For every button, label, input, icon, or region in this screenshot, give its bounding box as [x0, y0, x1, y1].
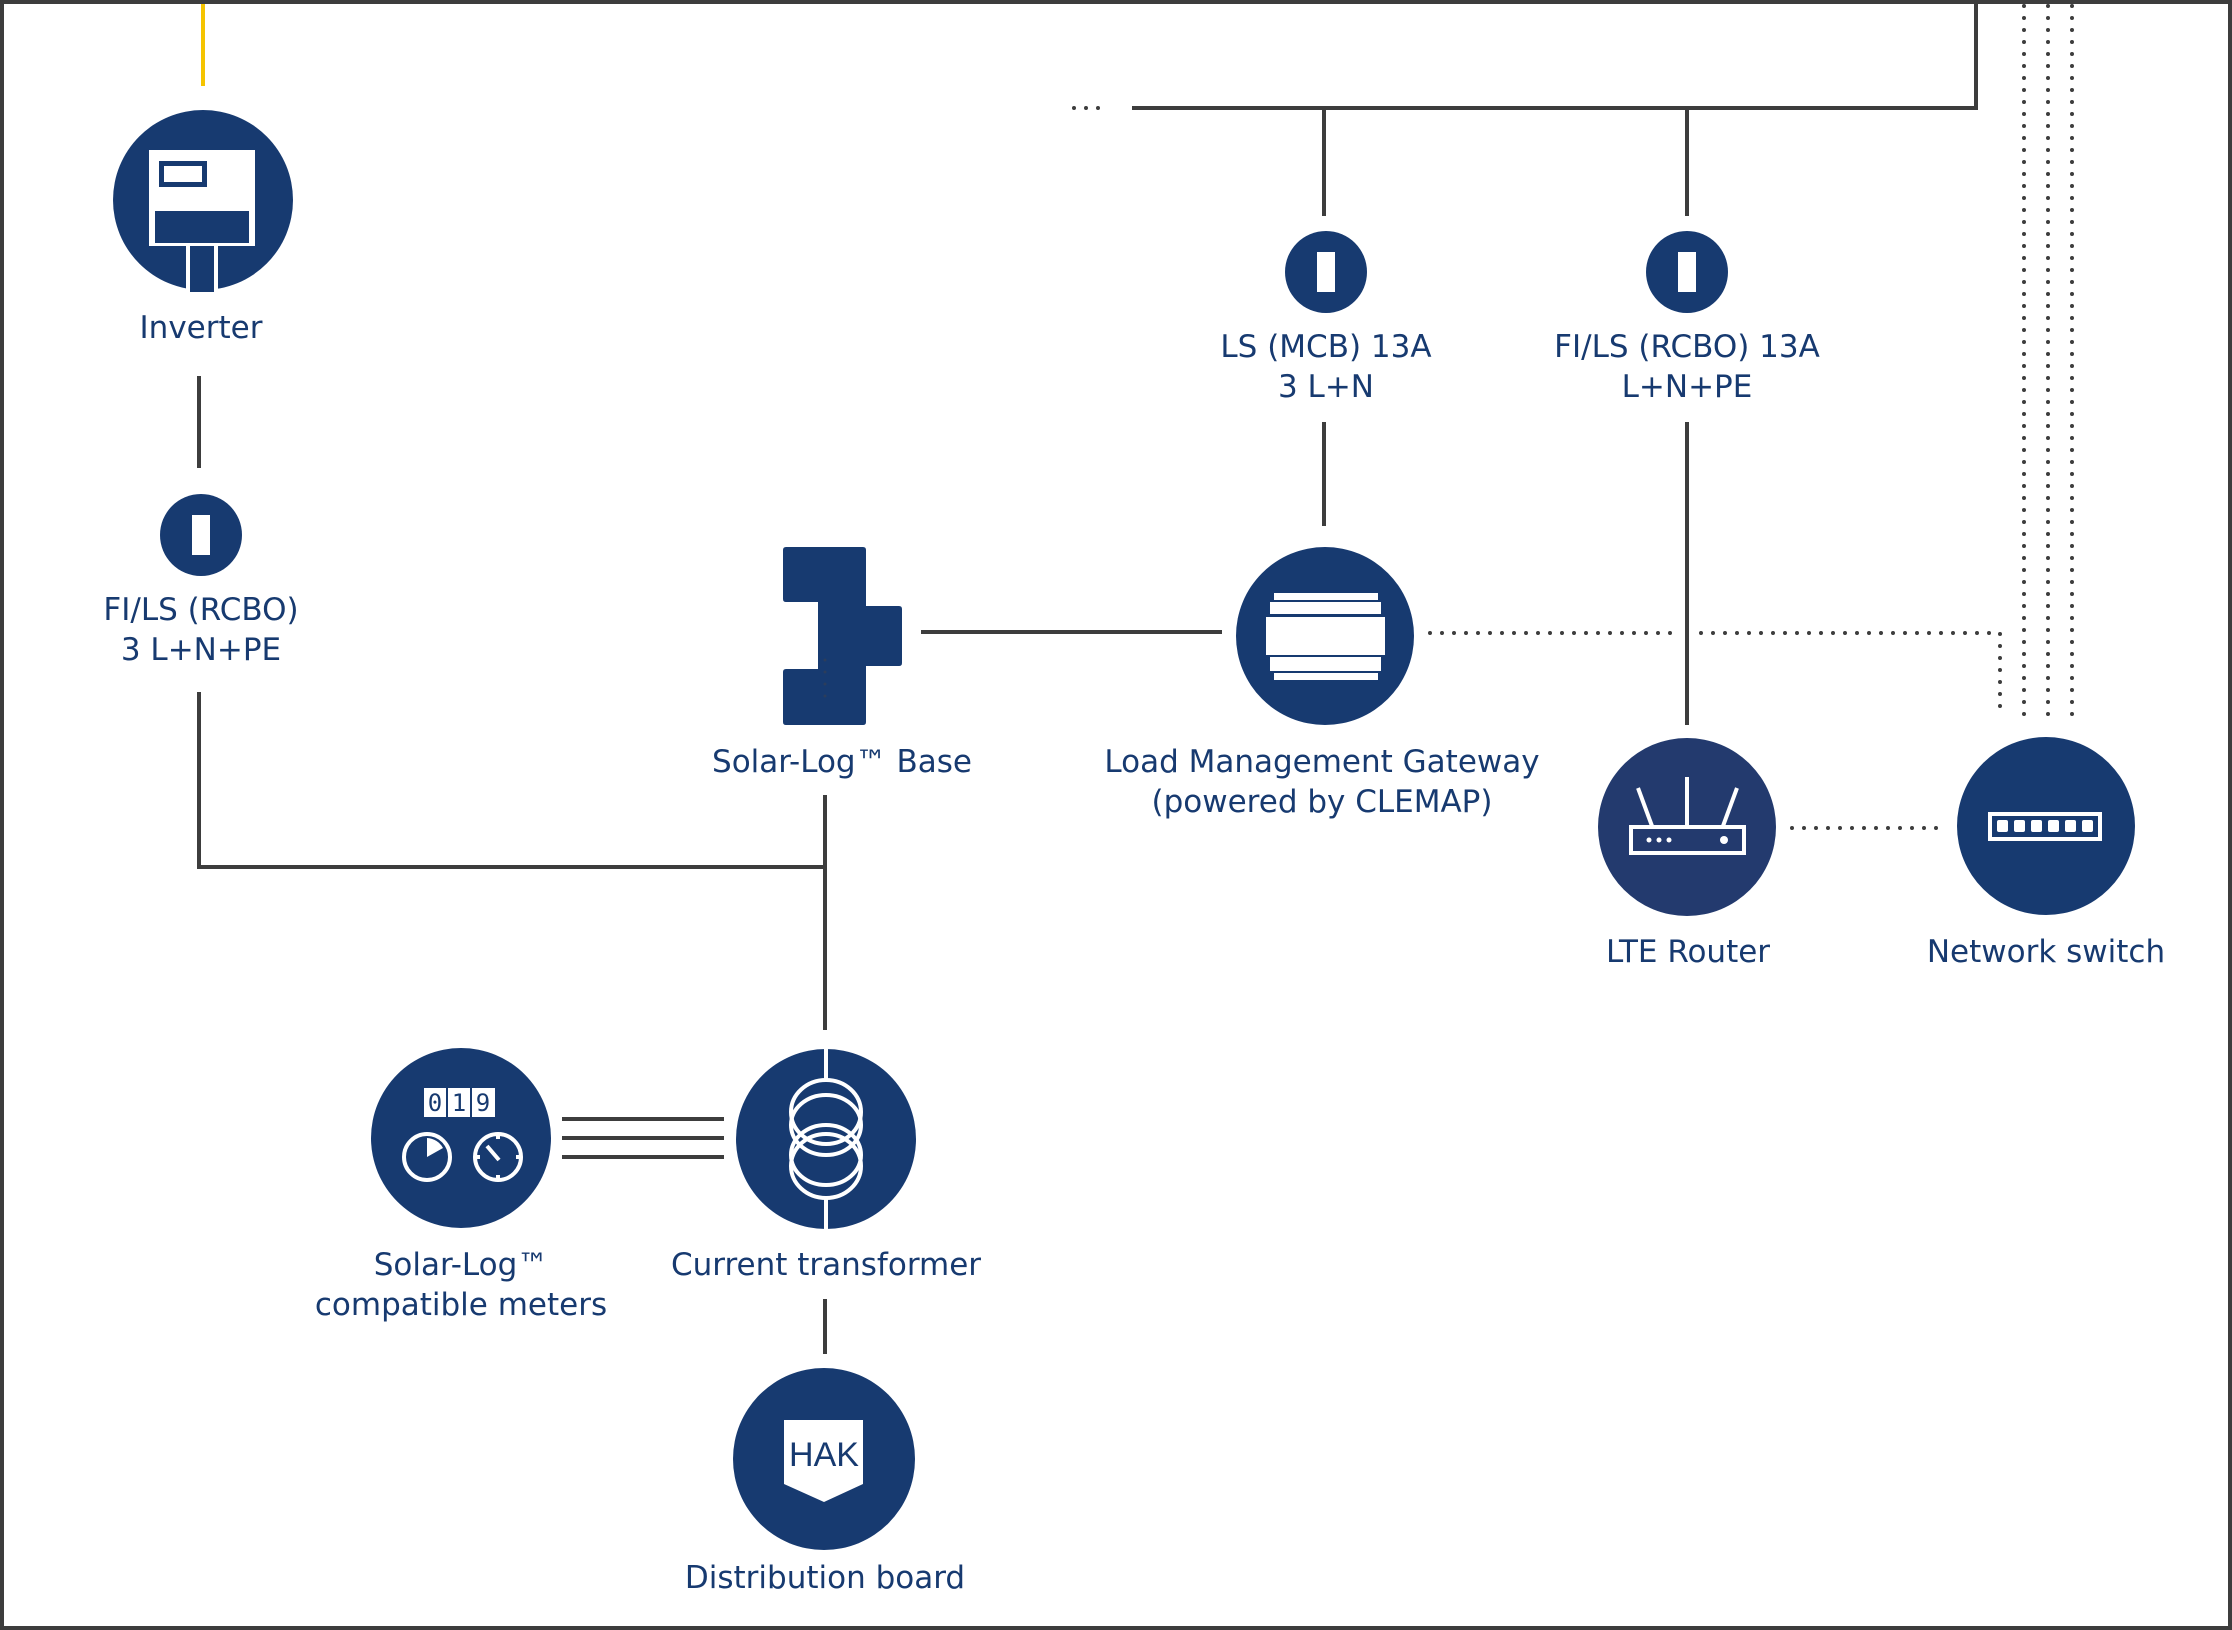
meters-label-2: compatible meters: [315, 1287, 607, 1323]
gateway-label-2: (powered by CLEMAP): [1152, 784, 1493, 820]
breaker-rcbo-label-2: L+N+PE: [1622, 369, 1753, 405]
din-rail-device-icon: [783, 547, 902, 725]
meter-digit-2: 1: [452, 1089, 466, 1117]
breaker-mcb-label-2: 3 L+N: [1278, 369, 1374, 405]
switch-badge: [1957, 737, 2135, 915]
router-icon: [1629, 777, 1746, 855]
current-transformer-icon: [789, 1049, 863, 1229]
distribution-board-label: Distribution board: [685, 1560, 965, 1596]
meter-badge: [371, 1048, 551, 1228]
inverter-icon: [149, 150, 255, 292]
wire-breaker-to-base: [197, 692, 825, 869]
distribution-board-icon: [784, 1420, 863, 1502]
inverter-label: Inverter: [140, 310, 263, 346]
node-solarlog-base[interactable]: Solar-Log™ Base: [712, 547, 972, 780]
meters-label-1: Solar-Log™: [374, 1247, 549, 1283]
node-breaker-rcbo[interactable]: FI/LS (RCBO) 13A L+N+PE: [1554, 231, 1820, 405]
node-lte-router[interactable]: LTE Router: [1598, 738, 1776, 970]
node-distribution-board[interactable]: HAK Distribution board: [685, 1368, 965, 1596]
lte-router-label: LTE Router: [1606, 934, 1770, 970]
node-gateway[interactable]: Load Management Gateway (powered by CLEM…: [1104, 547, 1540, 820]
network-switch-label: Network switch: [1927, 934, 2165, 970]
node-network-switch[interactable]: Network switch: [1927, 737, 2165, 970]
breaker-icon: [1678, 252, 1696, 292]
pie-gauge-icon: [402, 1132, 452, 1182]
node-breaker-mcb[interactable]: LS (MCB) 13A 3 L+N: [1220, 231, 1432, 405]
meter-digit-3: 9: [476, 1089, 490, 1117]
breaker-inverter-label-1: FI/LS (RCBO): [103, 592, 298, 628]
network-switch-icon: [1988, 812, 2102, 841]
breaker-inverter-label-2: 3 L+N+PE: [121, 632, 281, 668]
breaker-mcb-label-1: LS (MCB) 13A: [1220, 329, 1431, 365]
breaker-icon: [192, 515, 210, 555]
node-meters[interactable]: 0 1 9 Solar-Log™ compatible meters: [315, 1048, 607, 1323]
main-bus: [1132, 4, 1978, 110]
dotted-gateway-link-b: [1699, 631, 2002, 719]
ct-badge: [736, 1049, 916, 1229]
hak-badge-text: HAK: [789, 1436, 859, 1474]
node-current-transformer[interactable]: Current transformer: [671, 1049, 981, 1283]
solarlog-base-label: Solar-Log™ Base: [712, 744, 972, 780]
meter-icon: 0 1 9: [402, 1088, 523, 1182]
current-transformer-label: Current transformer: [671, 1247, 981, 1283]
wires: [197, 4, 2074, 1354]
node-inverter[interactable]: Inverter: [113, 110, 293, 346]
breaker-icon: [1317, 252, 1335, 292]
breaker-rcbo-label-1: FI/LS (RCBO) 13A: [1554, 329, 1820, 365]
gateway-label-1: Load Management Gateway: [1104, 744, 1539, 780]
meter-digit-1: 0: [428, 1089, 442, 1117]
node-breaker-inverter[interactable]: FI/LS (RCBO) 3 L+N+PE: [103, 494, 299, 668]
gateway-icon: [1266, 593, 1385, 680]
